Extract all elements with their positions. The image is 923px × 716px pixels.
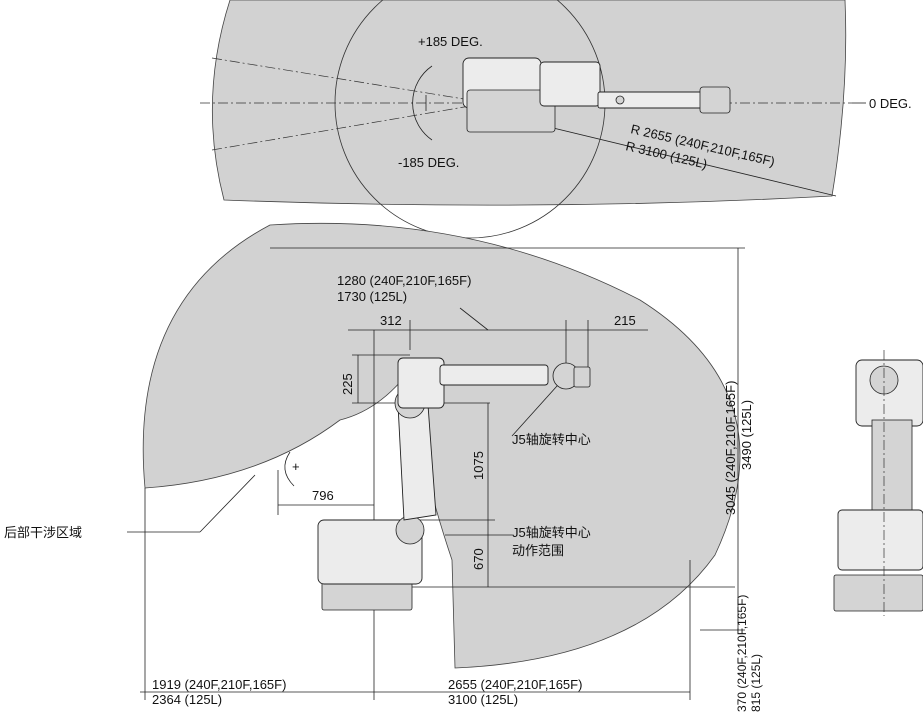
j5-center-label: J5轴旋转中心: [512, 432, 591, 447]
robot-j2-joint: [395, 515, 425, 545]
top-robot-joint: [615, 95, 625, 105]
left-dim-label-2: 2364 (125L): [152, 692, 222, 707]
rear-center-arc: [284, 451, 295, 487]
top-view: +185 DEG. -185 DEG. 0 DEG. R 2655 (240F,…: [200, 0, 912, 239]
left-dim-label-1: 1919 (240F,210F,165F): [152, 677, 286, 692]
dim-1075-label: 1075: [471, 451, 486, 480]
dim-225-label: 225: [340, 373, 355, 395]
front-view-robot: [833, 350, 923, 616]
top-robot-base: [466, 89, 556, 133]
reach-leader: [459, 307, 489, 331]
dim-670-label: 670: [471, 548, 486, 570]
rear-zone-label: 后部干涉区域: [4, 525, 82, 540]
dim-215-label: 215: [614, 313, 636, 328]
height-label-1: 3045 (240F,210F,165F): [723, 381, 738, 515]
robot-upper-arm: [439, 364, 549, 386]
minus-185-label: -185 DEG.: [398, 155, 459, 170]
j5-range-label-1: J5轴旋转中心: [512, 525, 591, 540]
reach-label-1: 1280 (240F,210F,165F): [337, 273, 471, 288]
j5-center-leader: [511, 375, 567, 437]
reach-label-2: 1730 (125L): [337, 289, 407, 304]
top-view-robot: [462, 57, 731, 133]
top-view-limit-line-upper: [211, 57, 471, 101]
front-robot-arm: [871, 419, 913, 521]
right-dim-label-2: 3100 (125L): [448, 692, 518, 707]
top-robot-wrist: [699, 86, 731, 114]
dim-796-label: 796: [312, 488, 334, 503]
dim-312-label: 312: [380, 313, 402, 328]
robot-turret: [317, 519, 423, 585]
below-label-2: 815 (125L): [749, 654, 763, 712]
robot-base-plate: [321, 579, 413, 611]
front-robot-base: [833, 574, 923, 612]
rotation-arc: [412, 65, 433, 141]
robot-upper-housing: [397, 357, 445, 409]
top-robot-shoulder: [539, 61, 601, 107]
plus-185-label: +185 DEG.: [418, 34, 483, 49]
zero-deg-label: 0 DEG.: [869, 96, 912, 111]
rear-zone-leader-d: [199, 474, 256, 533]
height-label-2: 3490 (125L): [739, 400, 754, 470]
side-view-range-area: [142, 222, 741, 669]
right-dim-label-1: 2655 (240F,210F,165F): [448, 677, 582, 692]
front-robot-turret: [837, 509, 923, 571]
below-label-1: 370 (240F,210F,165F): [735, 595, 749, 712]
robot-flange: [573, 366, 591, 388]
top-robot-arm: [597, 91, 703, 109]
j5-range-label-2: 动作范围: [512, 543, 564, 558]
top-view-limit-line-lower: [211, 105, 471, 151]
rear-center-mark: +: [292, 459, 300, 474]
side-view-robot: [317, 357, 591, 611]
side-view: + 1280 (240F,210F,165F) 1730 (125L) 312 …: [4, 222, 763, 712]
